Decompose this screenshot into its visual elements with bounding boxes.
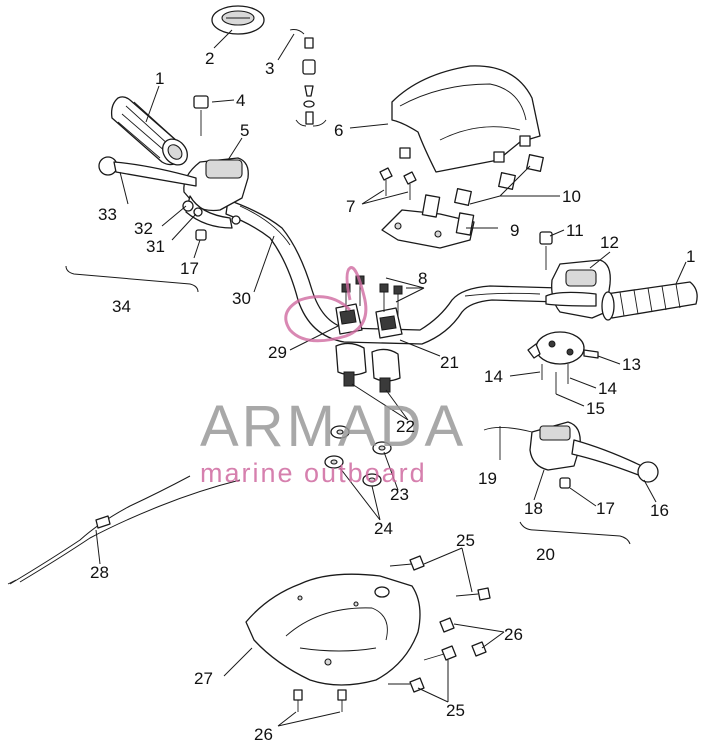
left-grip: [110, 96, 188, 166]
callout-19: 19: [478, 469, 497, 488]
callout-22: 22: [396, 417, 415, 436]
cable-assembly: [7, 475, 241, 585]
callout-4: 4: [236, 91, 245, 110]
left-control-housing: [182, 157, 249, 229]
lower-cover: [245, 573, 421, 686]
callout-5: 5: [240, 121, 249, 140]
callout-17-right: 17: [596, 499, 615, 518]
handlebar-clamps: [335, 303, 403, 393]
callout-26-right: 26: [504, 625, 523, 644]
watermark-flourish: [284, 266, 368, 343]
callout-24: 24: [374, 519, 393, 538]
right-grip: [601, 281, 698, 321]
callout-12: 12: [600, 233, 619, 252]
callout-1-right: 1: [686, 247, 695, 266]
callout-21: 21: [440, 353, 459, 372]
callout-31: 31: [146, 237, 165, 256]
callout-16: 16: [650, 501, 669, 520]
screws-25-26: [195, 229, 491, 712]
leader-lines: [65, 29, 687, 727]
callout-28: 28: [90, 563, 109, 582]
callout-8: 8: [418, 269, 427, 288]
watermark-title: ARMADA: [200, 394, 466, 459]
watermark-subtitle: marine outboard: [200, 458, 427, 488]
callout-32: 32: [134, 219, 153, 238]
washers-23-24: [324, 425, 392, 487]
right-brake-assembly: [483, 421, 659, 489]
callout-3: 3: [265, 59, 274, 78]
valve-assembly: [289, 29, 327, 127]
callout-17-left: 17: [180, 259, 199, 278]
callout-25-top: 25: [456, 531, 475, 550]
callout-26-bottom: 26: [254, 725, 273, 740]
callout-14-right: 14: [598, 379, 617, 398]
bolts-7: [379, 167, 417, 200]
watermark: ARMADA marine outboard: [200, 266, 466, 488]
callout-20: 20: [536, 545, 555, 564]
callout-23: 23: [390, 485, 409, 504]
callout-6: 6: [334, 121, 343, 140]
bracket-9: [381, 194, 475, 249]
callout-13: 13: [622, 355, 641, 374]
callout-15: 15: [586, 399, 605, 418]
nut-11: [539, 231, 553, 270]
handlebar-tube: [225, 199, 561, 345]
callout-14-left: 14: [484, 367, 503, 386]
callout-34: 34: [112, 297, 131, 316]
headlight-pod-cover: [391, 65, 541, 173]
switch-assembly: [527, 331, 599, 394]
callout-27: 27: [194, 669, 213, 688]
callout-30: 30: [232, 289, 251, 308]
callout-labels: 1 2 3 4 5 6 7 8 9 10 11 12 1 13 14 14 15…: [90, 49, 695, 740]
callout-7: 7: [346, 197, 355, 216]
callout-33: 33: [98, 205, 117, 224]
small-nut-4: [193, 95, 209, 136]
right-throttle-housing: [545, 259, 611, 319]
callout-11: 11: [566, 221, 584, 240]
callout-9: 9: [510, 221, 519, 240]
callout-29: 29: [268, 343, 287, 362]
callout-1-left: 1: [155, 69, 164, 88]
left-brake-lever: [98, 156, 197, 187]
callout-2: 2: [205, 49, 214, 68]
cap-part: [211, 5, 265, 35]
callout-10: 10: [562, 187, 581, 206]
callout-25-bottom: 25: [446, 701, 465, 720]
callout-18: 18: [524, 499, 543, 518]
